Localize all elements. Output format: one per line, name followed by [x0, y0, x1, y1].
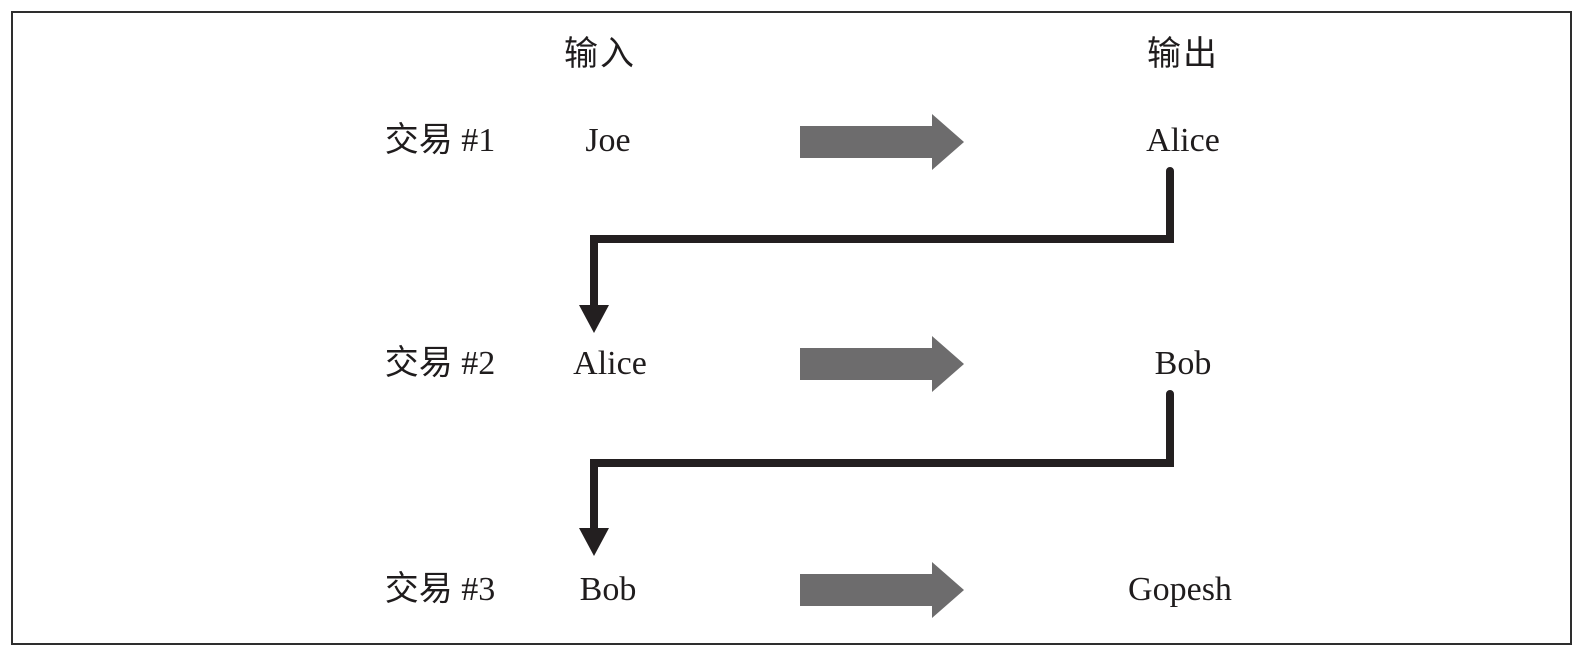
down-arrowhead-icon	[579, 305, 609, 333]
output-column-header: 输出	[1147, 36, 1219, 73]
transaction-2-input-name: Alice	[573, 345, 647, 382]
connector-tx2-to-tx3-line	[590, 390, 1174, 537]
down-arrowhead-icon	[579, 528, 609, 556]
transaction-3-label: 交易 #3	[384, 571, 496, 608]
transaction-1-label: 交易 #1	[384, 122, 496, 159]
connector-tx1-to-tx2-line	[590, 167, 1174, 314]
diagram-border	[11, 11, 1572, 645]
transaction-2-output-name: Bob	[1154, 345, 1212, 382]
transaction-2-label: 交易 #2	[384, 345, 496, 382]
transaction-3-input-name: Bob	[579, 571, 637, 608]
right-arrow-icon	[800, 114, 964, 170]
right-arrow-icon	[800, 336, 964, 392]
transaction-1-output-name: Alice	[1146, 122, 1220, 159]
transaction-1-input-name: Joe	[585, 122, 631, 159]
input-column-header: 输入	[564, 36, 636, 73]
right-arrow-icon	[800, 562, 964, 618]
transaction-3-output-name: Gopesh	[1128, 571, 1232, 608]
